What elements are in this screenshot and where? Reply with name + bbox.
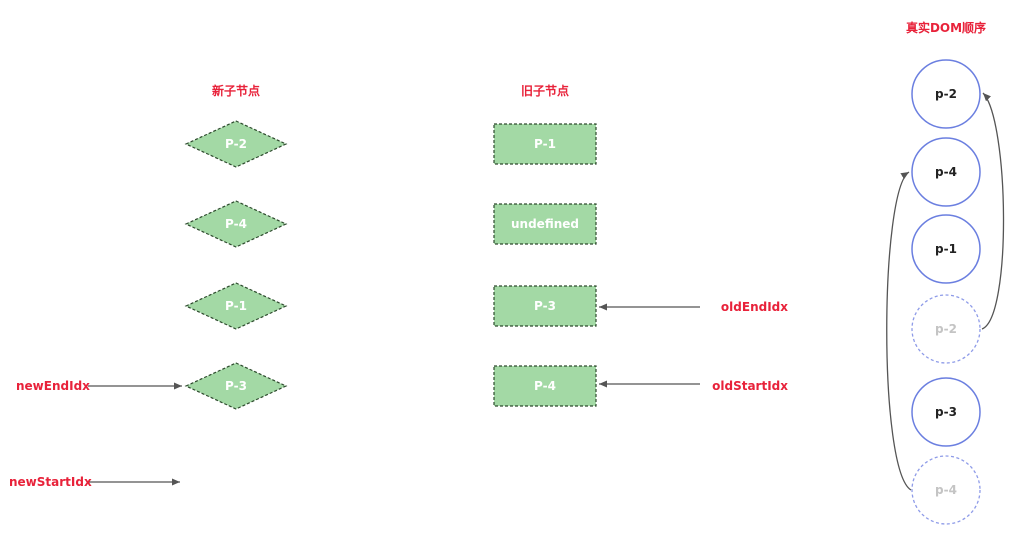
new-child-label-2: P-4 [225,217,247,231]
move-p2-arrow [981,92,1005,330]
real-dom-label-6: p-4 [935,483,957,497]
old-start-idx-label: oldStartIdx [712,379,788,393]
old-end-idx-label: oldEndIdx [720,300,788,314]
new-child-diamond-3 [184,282,288,330]
old-child-rect-1 [493,123,597,165]
old-child-rect-3 [493,285,597,327]
old-child-rect-4 [493,365,597,407]
old-child-rect-2 [493,203,597,245]
old-children-heading: 旧子节点 [520,84,570,98]
real-dom-circle-6 [911,455,981,525]
real-dom-label-1: p-2 [935,87,957,101]
real-dom-circle-4 [911,294,981,364]
new-start-idx-label: newStartIdx [9,475,92,489]
real-dom-circle-3 [911,214,981,284]
real-dom-label-2: p-4 [935,165,957,179]
real-dom-circle-1 [911,59,981,129]
real-dom-label-4: p-2 [935,322,957,336]
old-child-label-3: P-3 [534,299,556,313]
old-child-label-2: undefined [511,217,579,231]
new-end-idx-label: newEndIdx [16,379,90,393]
real-dom-label-3: p-1 [935,242,957,256]
new-children-heading: 新子节点 [211,84,261,98]
real-dom-circle-2 [911,137,981,207]
real-dom-label-5: p-3 [935,405,957,419]
new-child-diamond-4 [184,362,288,410]
new-child-diamond-1 [184,120,288,168]
new-child-diamond-2 [184,200,288,248]
old-child-label-1: P-1 [534,137,556,151]
real-dom-order-heading: 真实DOM顺序 [905,21,987,35]
real-dom-circle-5 [911,377,981,447]
new-child-label-3: P-1 [225,299,247,313]
new-child-label-4: P-3 [225,379,247,393]
move-p4-arrow [886,171,912,491]
old-child-label-4: P-4 [534,379,556,393]
new-child-label-1: P-2 [225,137,247,151]
